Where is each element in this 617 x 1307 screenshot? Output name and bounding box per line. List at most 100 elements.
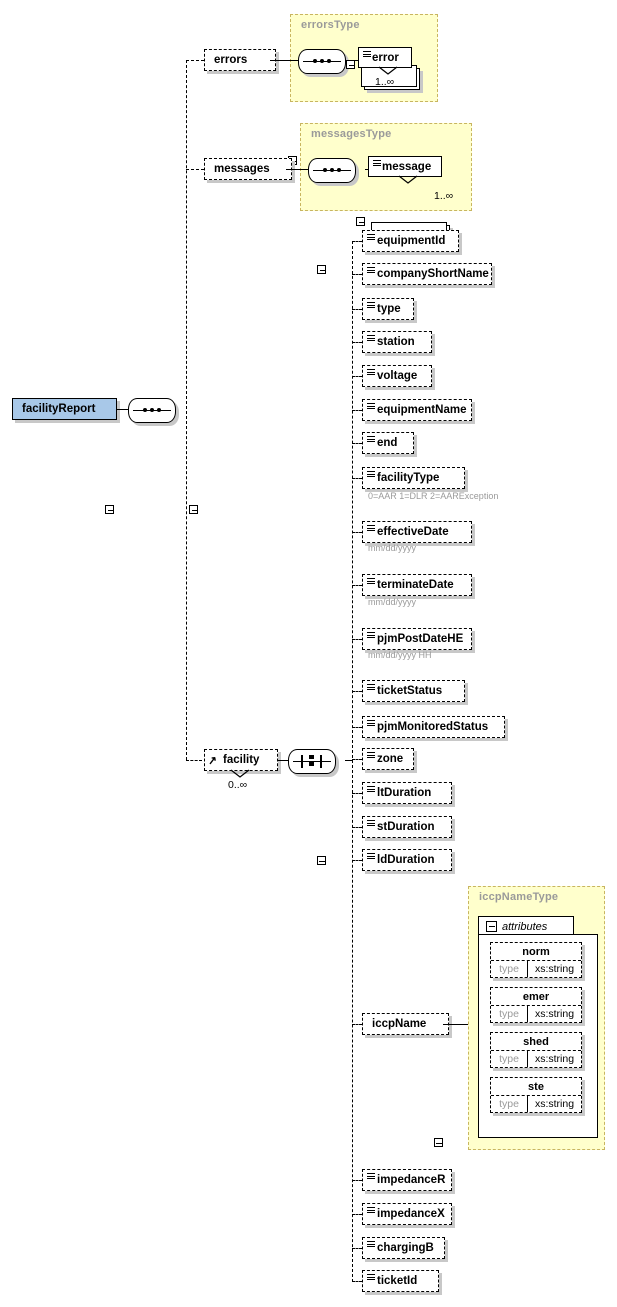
element-iccpName[interactable]: iccpName xyxy=(362,1013,449,1035)
element-facility[interactable]: ↗ facility xyxy=(204,749,278,771)
branch-stub-impedanceR xyxy=(352,1180,362,1181)
annotation-facilityType: 0=AAR 1=DLR 2=AARException xyxy=(368,491,499,501)
element-label: ldDuration xyxy=(377,854,435,866)
element-pjmMonitoredStatus[interactable]: pjmMonitoredStatus xyxy=(362,716,505,738)
element-label: zone xyxy=(377,753,404,765)
complextype-label-errorsType: errorsType xyxy=(301,19,360,31)
element-type-icon xyxy=(367,436,375,443)
element-stDuration[interactable]: stDuration xyxy=(362,816,452,838)
branch-stub-ldDuration xyxy=(352,860,362,861)
branch-stub-voltage xyxy=(352,376,362,377)
element-ldDuration[interactable]: ldDuration xyxy=(362,849,452,871)
element-errors[interactable]: errors xyxy=(204,49,276,71)
attribute-type-value: xs:string xyxy=(534,963,575,975)
element-voltage[interactable]: voltage xyxy=(362,365,433,387)
element-label: impedanceX xyxy=(377,1208,445,1220)
branch-stub-end xyxy=(352,443,362,444)
complextype-label-iccpNameType: iccpNameType xyxy=(479,891,559,903)
element-type-icon xyxy=(373,160,381,167)
element-facilityReport[interactable]: facilityReport xyxy=(12,398,117,420)
collapse-icon-messages-sequence[interactable] xyxy=(356,217,365,226)
element-chargingB[interactable]: chargingB xyxy=(362,1237,446,1259)
element-message[interactable]: message xyxy=(368,156,442,177)
attribute-type-key: type xyxy=(491,1096,528,1112)
connector xyxy=(345,760,353,761)
element-impedanceR[interactable]: impedanceR xyxy=(362,1169,452,1191)
element-equipmentId[interactable]: equipmentId xyxy=(362,230,459,252)
branch-stub-effectiveDate xyxy=(352,532,362,533)
attribute-shed[interactable]: shed type xs:string xyxy=(490,1032,582,1068)
connector xyxy=(442,1024,478,1025)
collapse-icon-attributes[interactable] xyxy=(486,921,497,932)
element-label: station xyxy=(377,336,415,348)
repeat-brace-facility xyxy=(230,769,250,778)
branch-stub-type xyxy=(352,309,362,310)
branch-stub-facilityType xyxy=(352,478,362,479)
element-label: error xyxy=(372,51,399,64)
element-label: equipmentId xyxy=(377,235,446,247)
collapse-icon-facilityReport[interactable] xyxy=(105,505,114,514)
annotation-effectiveDate: mm/dd/yyyy xyxy=(368,543,417,553)
cardinality-error: 1..∞ xyxy=(375,76,395,88)
element-type-icon xyxy=(367,369,375,376)
element-type-icon xyxy=(367,525,375,532)
element-ltDuration[interactable]: ltDuration xyxy=(362,782,452,804)
branch-stub-impedanceX xyxy=(352,1214,362,1215)
attributes-tab-header[interactable]: attributes xyxy=(478,916,574,936)
collapse-icon-root-sequence[interactable] xyxy=(189,505,199,514)
attribute-ste[interactable]: ste type xs:string xyxy=(490,1077,582,1113)
sequence-compositor-icon-root[interactable] xyxy=(128,398,176,423)
repeat-brace-error xyxy=(378,66,398,75)
element-facilityType[interactable]: facilityType xyxy=(362,467,466,489)
element-error[interactable]: error xyxy=(358,47,412,68)
sequence-compositor-icon-errors[interactable] xyxy=(298,49,346,74)
branch-stub-companyShortName xyxy=(352,274,362,275)
cardinality-facility: 0..∞ xyxy=(228,779,248,791)
connector xyxy=(278,760,290,761)
element-label: stDuration xyxy=(377,821,435,833)
element-type-icon xyxy=(363,51,371,58)
element-terminateDate[interactable]: terminateDate xyxy=(362,574,472,596)
element-label: ltDuration xyxy=(377,787,432,799)
collapse-icon-messages[interactable] xyxy=(317,265,327,274)
element-type-icon xyxy=(367,302,375,309)
element-type-icon xyxy=(367,720,375,727)
branch-stub-chargingB xyxy=(352,1248,362,1249)
connector xyxy=(117,409,131,410)
all-compositor-icon[interactable] xyxy=(288,749,336,774)
element-label: companyShortName xyxy=(377,268,489,280)
collapse-icon-errors-sequence[interactable] xyxy=(346,60,355,69)
attribute-name: norm xyxy=(522,945,550,958)
element-effectiveDate[interactable]: effectiveDate xyxy=(362,521,472,543)
attribute-type-value: xs:string xyxy=(534,1008,575,1020)
element-label: end xyxy=(377,437,398,449)
element-messages[interactable]: messages xyxy=(204,158,292,180)
element-end[interactable]: end xyxy=(362,432,414,454)
element-equipmentName[interactable]: equipmentName xyxy=(362,399,472,421)
element-type-icon xyxy=(367,752,375,759)
element-type[interactable]: type xyxy=(362,298,414,320)
element-impedanceX[interactable]: impedanceX xyxy=(362,1203,452,1225)
element-label: impedanceR xyxy=(377,1174,446,1186)
element-ticketId[interactable]: ticketId xyxy=(362,1270,439,1292)
element-type-icon xyxy=(367,684,375,691)
element-zone[interactable]: zone xyxy=(362,748,414,770)
element-label: equipmentName xyxy=(377,404,467,416)
connector xyxy=(270,60,298,61)
attribute-norm[interactable]: norm type xs:string xyxy=(490,942,582,978)
element-type-icon xyxy=(367,853,375,860)
element-ticketStatus[interactable]: ticketStatus xyxy=(362,680,466,702)
sequence-compositor-icon-messages[interactable] xyxy=(308,158,356,183)
element-label: terminateDate xyxy=(377,579,454,591)
element-pjmPostDateHE[interactable]: pjmPostDateHE xyxy=(362,628,472,650)
collapse-icon-facility[interactable] xyxy=(316,856,326,865)
attribute-emer[interactable]: emer type xs:string xyxy=(490,987,582,1023)
element-station[interactable]: station xyxy=(362,331,433,353)
spine-facility-children xyxy=(352,241,353,1282)
branch-stub-facility xyxy=(186,760,202,761)
element-companyShortName[interactable]: companyShortName xyxy=(362,263,492,285)
annotation-pjmPostDateHE: mm/dd/yyyy HH xyxy=(368,650,432,660)
attribute-type-key: type xyxy=(491,1006,528,1022)
collapse-icon-iccpName[interactable] xyxy=(433,1138,443,1147)
